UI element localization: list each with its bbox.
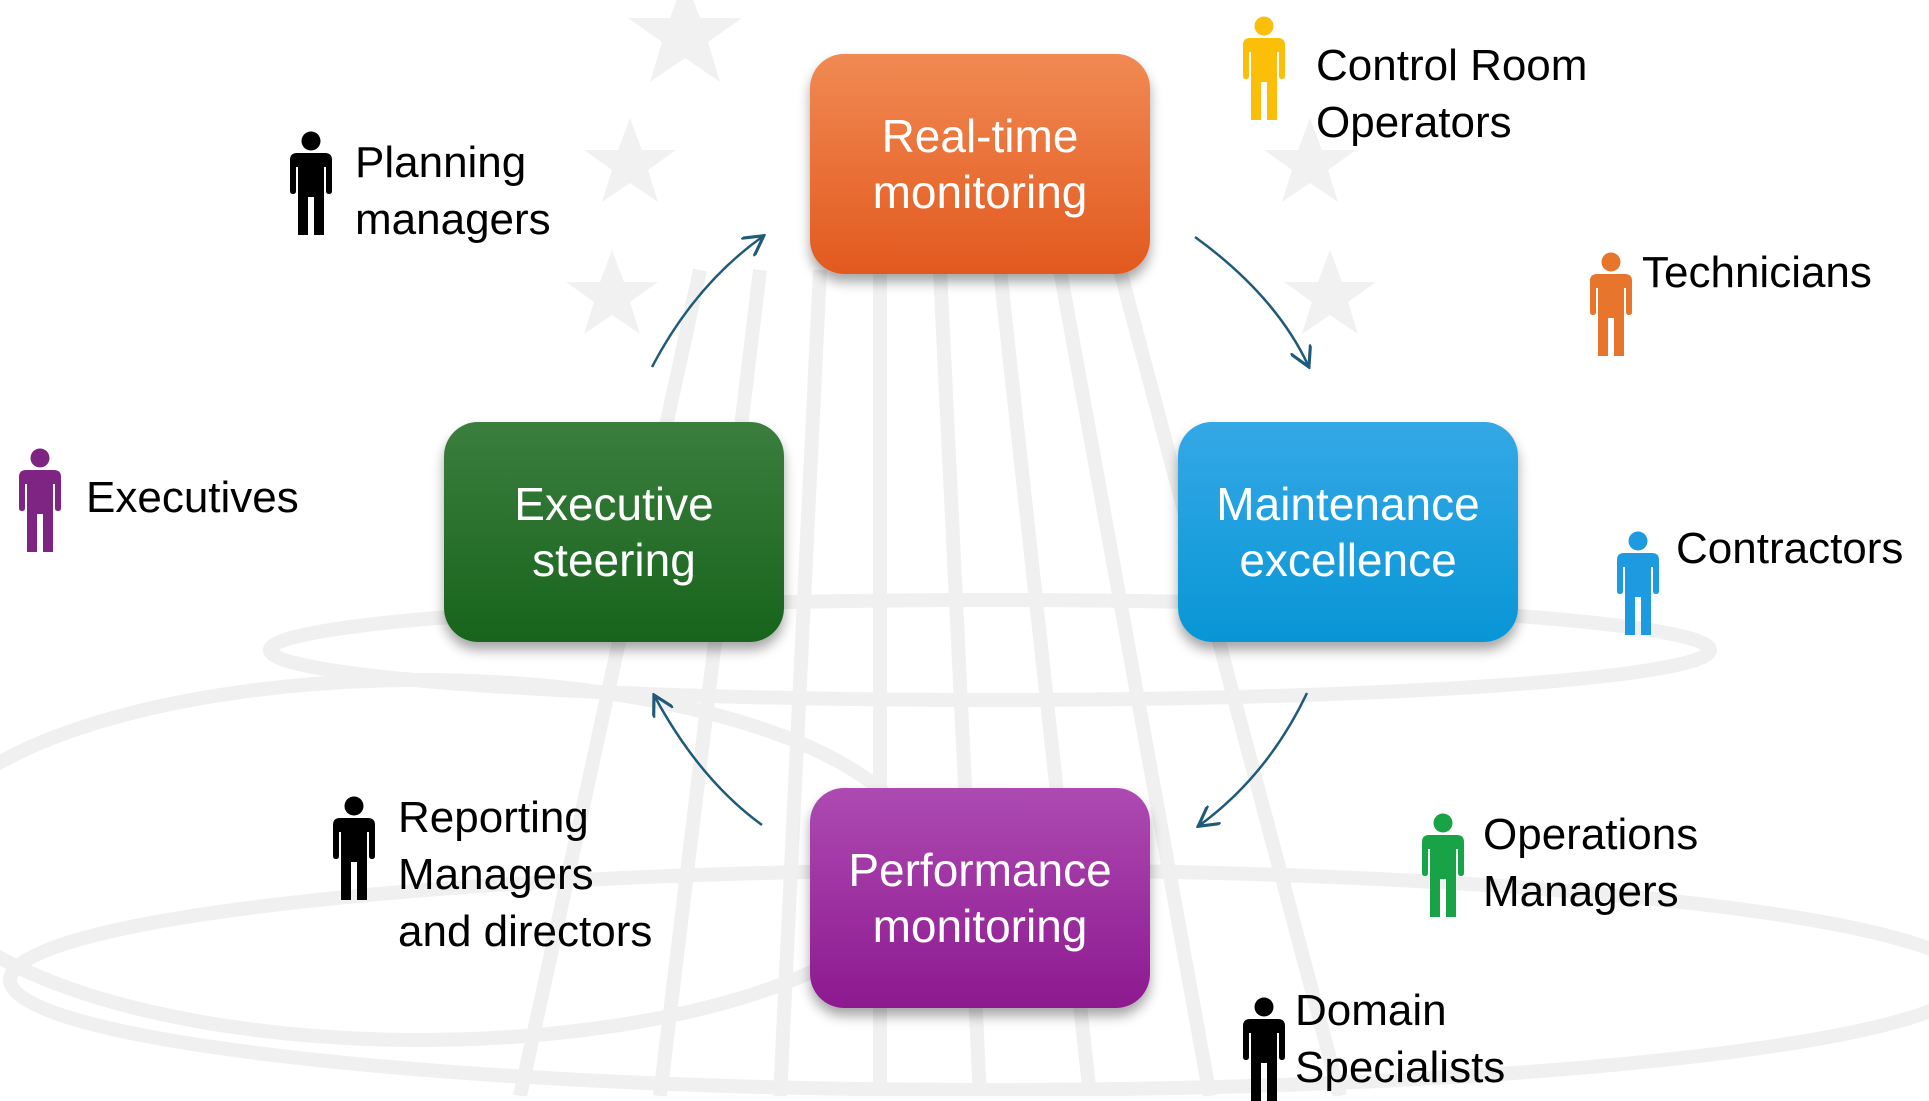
role-label-line: Operations (1483, 810, 1699, 859)
stage-label-line: steering (532, 534, 696, 586)
person-icon (1590, 252, 1632, 356)
person-icon (1243, 997, 1285, 1101)
role-label-line: Reporting (398, 793, 589, 842)
role-label-line: Domain (1295, 986, 1447, 1035)
stage-label-line: Real-time (881, 110, 1079, 162)
arrow-performance-to-executive (655, 697, 763, 827)
stage-label-line: monitoring (872, 900, 1088, 952)
stage-label-line: Performance (848, 844, 1112, 896)
role-label-line: Managers (398, 850, 594, 899)
role-label-line: Planning (355, 138, 527, 187)
role-label-line: and directors (398, 907, 653, 956)
person-icon (290, 131, 332, 235)
role-label-line: Executives (86, 473, 299, 522)
person-icon (1422, 813, 1464, 917)
arrow-realtime-to-maintenance (1194, 235, 1308, 365)
stage-label-line: excellence (1239, 534, 1457, 586)
stage-label-line: Maintenance (1216, 478, 1480, 530)
person-icon (1617, 531, 1659, 635)
arrow-executive-to-realtime (650, 237, 762, 368)
person-icon (333, 796, 375, 900)
role-label-line: Contractors (1676, 524, 1904, 573)
stage-label-line: monitoring (872, 166, 1088, 218)
role-label-line: managers (355, 195, 551, 244)
person-icon (19, 448, 61, 552)
arrow-maintenance-to-performance (1200, 692, 1309, 825)
role-label-line: Operators (1316, 98, 1512, 147)
role-label-line: Managers (1483, 867, 1679, 916)
person-icon (1243, 16, 1285, 120)
role-label-line: Specialists (1295, 1043, 1506, 1092)
stage-label-line: Executive (514, 478, 714, 530)
role-label-line: Control Room (1316, 41, 1588, 90)
role-label-line: Technicians (1642, 248, 1872, 297)
